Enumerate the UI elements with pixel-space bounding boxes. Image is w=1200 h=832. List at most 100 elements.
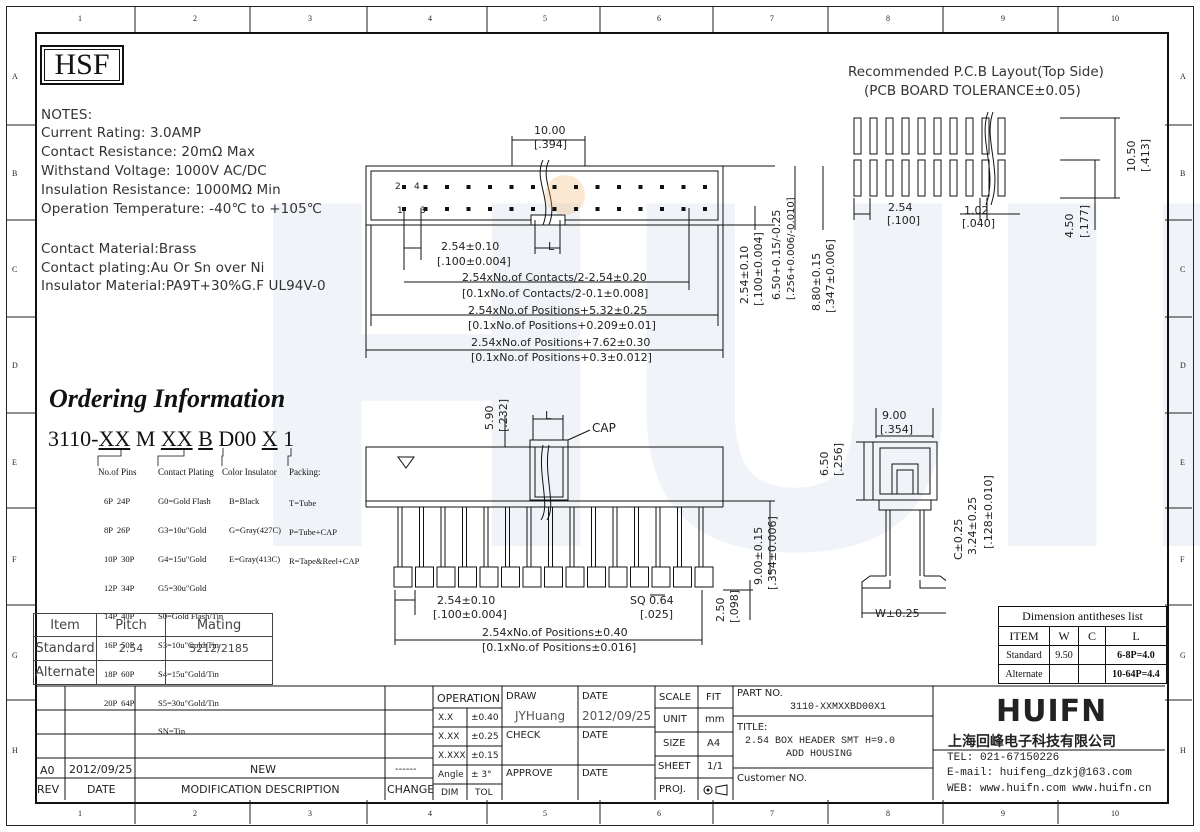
grid-col-top: 6 [657, 14, 661, 23]
dim-td: 10-64P=4.4 [1105, 664, 1167, 684]
sheet-value: 1/1 [707, 761, 724, 772]
dim-pitch-in: [.100±0.004] [437, 255, 511, 268]
pcb-pad [885, 117, 894, 155]
grid-col-bottom: 2 [193, 809, 197, 818]
tol-val: ± 3° [471, 770, 492, 780]
pn-segment: M [130, 426, 161, 451]
pn-segment: 3110- [48, 426, 99, 451]
company-email: E-mail: huifeng_dzkj@163.com [947, 767, 1132, 779]
pn-segment: XX [98, 426, 131, 451]
plating-item: SN=Tin [158, 726, 186, 737]
grid-row-right: D [1180, 361, 1186, 370]
customer-no-label: Customer NO. [737, 773, 807, 784]
rev-description: NEW [250, 763, 277, 776]
grid-col-top: 1 [78, 14, 82, 23]
drawer-name: JYHuang [515, 709, 566, 723]
grid-col-top: 8 [886, 14, 890, 23]
pins-item: 8P 26P [104, 524, 131, 535]
pcb-dims [1060, 117, 1120, 230]
size-value: A4 [707, 738, 721, 749]
packing-item: R=Tape&Reel+CAP [289, 555, 360, 566]
pin-dot [681, 185, 686, 189]
plating-item: G0=Gold Flash [158, 496, 211, 507]
tol-val: ±0.15 [471, 751, 499, 761]
title-line-1: 2.54 BOX HEADER SMT H=9.0 [745, 736, 896, 747]
front-pitch-in: [.100±0.004] [433, 608, 507, 621]
grid-col-bottom: 10 [1111, 809, 1119, 818]
material-line: Contact plating:Au Or Sn over Ni [41, 260, 265, 276]
grid-col-top: 9 [1001, 14, 1005, 23]
company-logo: HUIFN [996, 694, 1108, 729]
pcb-pad-width: 1.02 [964, 204, 989, 217]
sheet-label: SHEET [658, 761, 691, 772]
pin-dot [488, 185, 492, 189]
grid-row-right: F [1180, 555, 1185, 564]
tol-key: X.XXX [438, 751, 466, 761]
pin-dot [531, 207, 535, 211]
dim-positions-a: 2.54xNo.of Positions+5.32±0.25 [468, 304, 648, 317]
grid-col-bottom: 3 [308, 809, 312, 818]
grid-row-right: G [1180, 651, 1186, 660]
color-list: B=Black G=Gray(427C) E=Gray(413C) [229, 478, 281, 574]
pin-dot [423, 185, 428, 189]
grid-col-top: 10 [1111, 14, 1119, 23]
grid-row-left: H [12, 746, 18, 755]
pin-dot [509, 185, 514, 189]
pitch-td: Alternate [32, 660, 98, 685]
part-no-label: PART NO. [737, 688, 783, 699]
pcb-pad [853, 117, 862, 155]
pn-segment: XX [160, 426, 193, 451]
projection-icon [703, 784, 728, 796]
pcb-pad [997, 117, 1006, 155]
approve-date-label: DATE [582, 768, 609, 779]
pin-dot [574, 185, 578, 189]
packing-item: P=Tube+CAP [289, 526, 338, 537]
company-tel: TEL: 021-67150226 [947, 752, 1060, 764]
tol-val: ±0.40 [471, 713, 499, 723]
grid-row-left: G [12, 651, 18, 660]
grid-row-right: B [1180, 169, 1186, 178]
front-pin-foot [415, 566, 434, 588]
pin-dot [681, 207, 686, 211]
note-line: Contact Resistance: 20mΩ Max [41, 144, 256, 160]
grid-col-top: 7 [770, 14, 774, 23]
front-span: 2.54xNo.of Positions±0.40 [482, 626, 628, 639]
material-line: Contact Material:Brass [41, 241, 197, 257]
pcb-layout-subtitle: (PCB BOARD TOLERANCE±0.05) [864, 83, 1081, 99]
footer-description: MODIFICATION DESCRIPTION [181, 783, 340, 796]
dim-contacts: 2.54xNo.of Contacts/2-2.54±0.20 [462, 271, 647, 284]
grid-row-left: F [12, 555, 17, 564]
pin-label-2: 2 [395, 182, 401, 192]
pcb-pad [885, 159, 894, 197]
pin-dot [466, 185, 471, 189]
grid-row-right: E [1180, 458, 1185, 467]
color-item: G=Gray(427C) [229, 524, 282, 535]
front-sq-in: [.025] [640, 608, 674, 621]
grid-col-bottom: 1 [78, 809, 82, 818]
pin-label-3: 3 [420, 206, 426, 216]
pcb-pad [949, 159, 958, 197]
dim-positions-a-in: [0.1xNo.of Positions+0.209±0.01] [468, 319, 656, 332]
pcb-pad [933, 159, 942, 197]
top-width-dim: 10.00 [534, 124, 566, 137]
top-l-label: L [548, 240, 555, 253]
rev-value: A0 [40, 764, 55, 777]
plating-item: G3=10u"Gold [158, 524, 207, 535]
pin-dot [445, 207, 449, 211]
grid-row-left: A [12, 72, 18, 81]
color-item: E=Gray(413C) [229, 553, 281, 564]
front-pin-foot [544, 566, 563, 588]
pins-item: 20P 64P [104, 697, 135, 708]
pin-dot [660, 207, 664, 211]
pcb-pad [933, 117, 942, 155]
pn-segment: B [198, 426, 213, 451]
front-pin-foot [608, 566, 628, 588]
dim-label: DIM [441, 788, 459, 798]
pcb-pad [869, 159, 878, 197]
grid-row-left: C [12, 265, 18, 274]
rev-date: 2012/09/25 [69, 763, 133, 776]
scale-label: SCALE [659, 692, 692, 703]
date-label: DATE [582, 691, 609, 702]
front-view-drawing [365, 415, 775, 645]
side-width: 9.00 [882, 409, 907, 422]
